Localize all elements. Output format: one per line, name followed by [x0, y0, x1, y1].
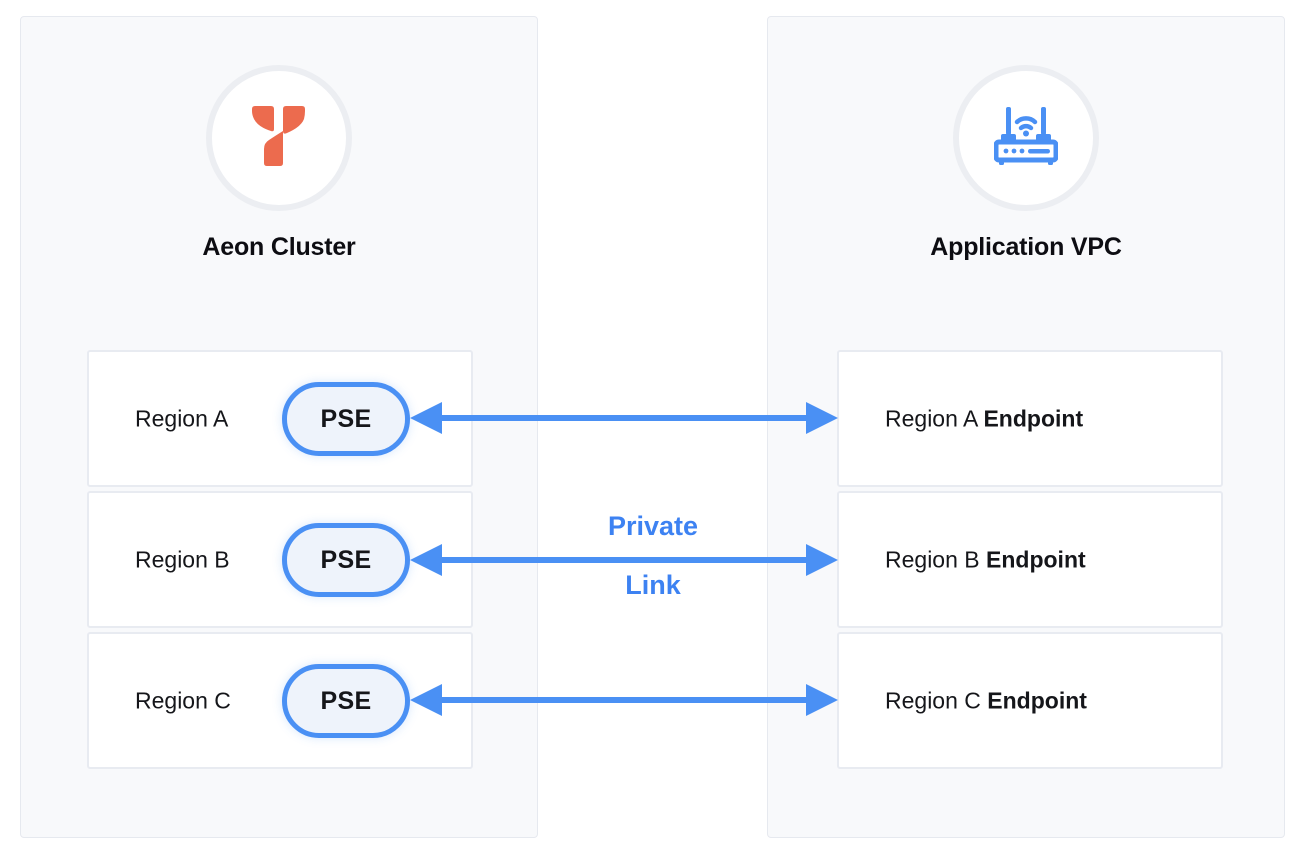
private-link-arrow-a — [410, 402, 838, 434]
aeon-logo-circle — [206, 65, 352, 211]
private-link-arrow-b — [410, 544, 838, 576]
endpoint-row-b[interactable]: Region B Endpoint — [837, 491, 1223, 628]
router-icon — [993, 105, 1059, 172]
private-link-arrow-c — [410, 684, 838, 716]
region-a-label: Region A — [135, 405, 229, 431]
endpoint-b-label: Region B Endpoint — [885, 546, 1086, 572]
aeon-cluster-panel: Aeon Cluster Region A Region B Region C — [20, 16, 538, 838]
aeon-cluster-header: Aeon Cluster — [21, 65, 537, 262]
region-b-label: Region B — [135, 546, 230, 572]
aeon-logo-icon — [246, 105, 312, 172]
router-logo-circle — [953, 65, 1099, 211]
endpoint-c-label: Region C Endpoint — [885, 687, 1087, 713]
endpoint-row-a[interactable]: Region A Endpoint — [837, 350, 1223, 487]
pse-node-region-c[interactable]: PSE — [282, 664, 410, 738]
endpoint-row-c[interactable]: Region C Endpoint — [837, 632, 1223, 769]
application-vpc-header: Application VPC — [768, 65, 1284, 262]
endpoint-a-label: Region A Endpoint — [885, 405, 1084, 431]
pse-node-region-b[interactable]: PSE — [282, 523, 410, 597]
application-vpc-title: Application VPC — [930, 233, 1122, 261]
aeon-cluster-title: Aeon Cluster — [202, 233, 356, 261]
private-link-caption-line2: Link — [625, 570, 681, 600]
region-c-label: Region C — [135, 687, 231, 713]
private-link-caption-line1: Private — [607, 511, 699, 541]
application-vpc-panel: Application VPC Region A Endpoint Region… — [767, 16, 1285, 838]
pse-node-region-a[interactable]: PSE — [282, 382, 410, 456]
